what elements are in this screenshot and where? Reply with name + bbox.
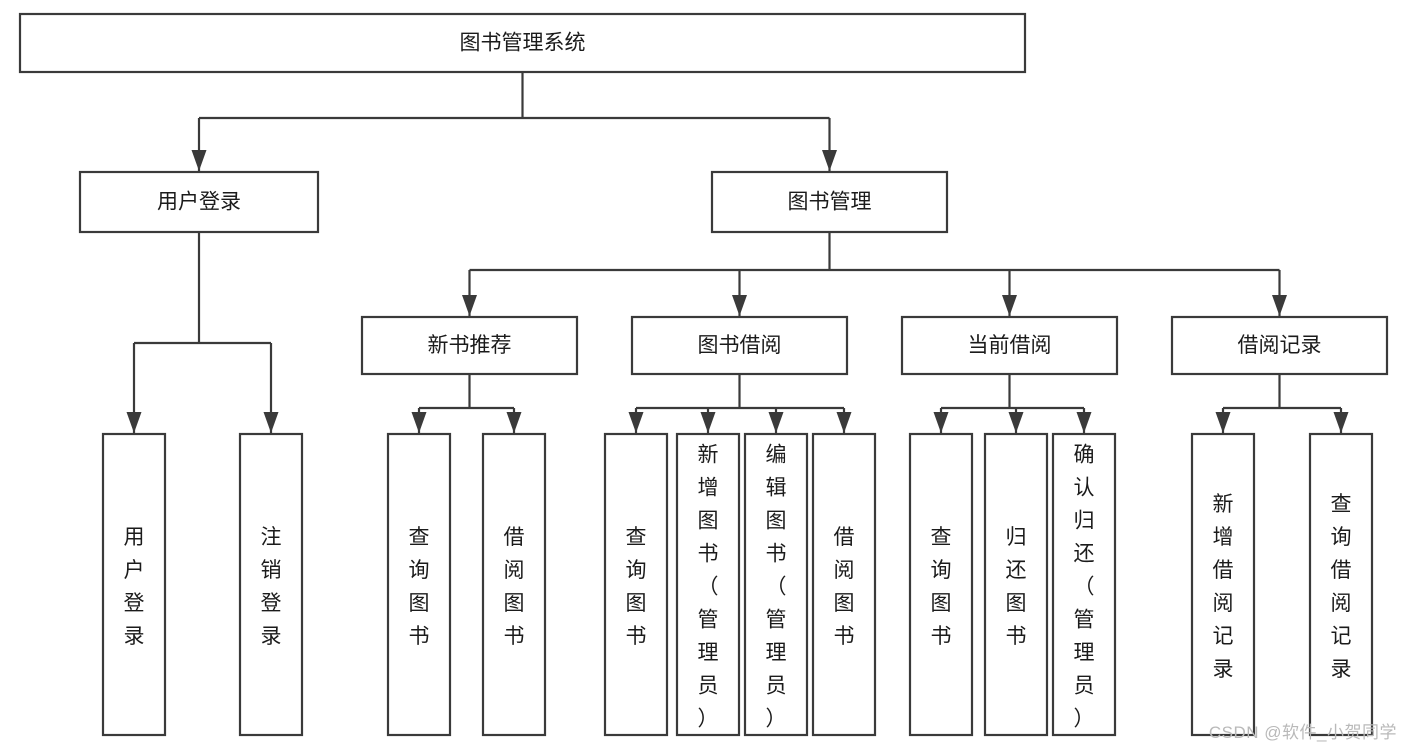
node-new-book-rec-label: 新书推荐	[428, 334, 512, 357]
node-new-book-rec[interactable]: 新书推荐	[360, 315, 579, 376]
node-borrow-record-rect	[1170, 315, 1389, 376]
node-leaf-return-book-rect	[983, 432, 1049, 737]
arrow-head-icon	[732, 295, 747, 316]
arrow-head-icon	[933, 412, 949, 433]
arrow-head-icon	[126, 412, 142, 433]
node-borrow-record[interactable]: 借阅记录	[1170, 315, 1389, 376]
node-current-borrow-rect	[900, 315, 1119, 376]
connector-lines	[126, 72, 1349, 433]
node-leaf-logout-rect	[238, 432, 304, 737]
node-leaf-add-book[interactable]: 新增图书（管理员）	[675, 432, 741, 737]
node-leaf-borrow-book-1-rect	[481, 432, 547, 737]
node-leaf-user-login-label: 用户登录	[124, 526, 145, 648]
arrow-head-icon	[1076, 412, 1092, 433]
node-leaf-confirm-return[interactable]: 确认归还（管理员）	[1051, 432, 1117, 737]
node-leaf-borrow-book-1[interactable]: 借阅图书	[481, 432, 547, 737]
node-leaf-query-book-1[interactable]: 查询图书	[386, 432, 452, 737]
node-book-borrow[interactable]: 图书借阅	[630, 315, 849, 376]
node-root[interactable]: 图书管理系统	[18, 12, 1027, 74]
node-leaf-query-record-rect	[1308, 432, 1374, 737]
node-root-label: 图书管理系统	[460, 32, 586, 55]
node-leaf-borrow-book-2[interactable]: 借阅图书	[811, 432, 877, 737]
node-leaf-query-book-2-label: 查询图书	[626, 526, 647, 648]
node-leaf-edit-book[interactable]: 编辑图书（管理员）	[743, 432, 809, 737]
arrow-head-icon	[700, 412, 716, 433]
node-leaf-query-book-2[interactable]: 查询图书	[603, 432, 669, 737]
diagram-nodes: 图书管理系统用户登录图书管理新书推荐图书借阅当前借阅借阅记录用户登录注销登录查询…	[18, 12, 1389, 737]
node-leaf-query-record[interactable]: 查询借阅记录	[1308, 432, 1374, 737]
node-leaf-return-book[interactable]: 归还图书	[983, 432, 1049, 737]
node-leaf-borrow-book-2-label: 借阅图书	[834, 526, 855, 648]
node-leaf-add-record-label: 新增借阅记录	[1213, 493, 1234, 681]
node-leaf-borrow-book-2-rect	[811, 432, 877, 737]
node-current-borrow-label: 当前借阅	[968, 334, 1052, 357]
node-root-rect	[18, 12, 1027, 74]
arrow-head-icon	[1002, 295, 1017, 316]
node-leaf-user-login-rect	[101, 432, 167, 737]
arrow-head-icon	[822, 150, 837, 171]
node-user-login-rect	[78, 170, 320, 234]
arrow-head-icon	[836, 412, 852, 433]
node-new-book-rec-rect	[360, 315, 579, 376]
node-leaf-add-book-label: 新增图书（管理员）	[698, 444, 719, 731]
node-leaf-add-book-rect	[675, 432, 741, 737]
node-book-borrow-rect	[630, 315, 849, 376]
node-book-manage[interactable]: 图书管理	[710, 170, 949, 234]
arrow-head-icon	[1215, 412, 1231, 433]
node-user-login-label: 用户登录	[157, 191, 241, 214]
arrow-head-icon	[411, 412, 427, 433]
node-leaf-add-record[interactable]: 新增借阅记录	[1190, 432, 1256, 737]
node-leaf-edit-book-rect	[743, 432, 809, 737]
node-leaf-logout[interactable]: 注销登录	[238, 432, 304, 737]
node-leaf-borrow-book-1-label: 借阅图书	[504, 526, 525, 648]
node-leaf-query-book-3[interactable]: 查询图书	[908, 432, 974, 737]
node-book-manage-label: 图书管理	[788, 191, 872, 214]
node-leaf-confirm-return-label: 确认归还（管理员）	[1074, 444, 1095, 731]
arrow-head-icon	[506, 412, 522, 433]
node-book-borrow-label: 图书借阅	[698, 334, 782, 357]
node-leaf-query-book-1-label: 查询图书	[409, 526, 430, 648]
watermark-text: CSDN @软件_小贺同学	[1208, 723, 1397, 742]
node-leaf-query-record-label: 查询借阅记录	[1331, 493, 1352, 681]
arrow-head-icon	[628, 412, 644, 433]
node-leaf-query-book-1-rect	[386, 432, 452, 737]
arrow-head-icon	[1333, 412, 1349, 433]
node-leaf-logout-label: 注销登录	[261, 526, 282, 648]
node-leaf-query-book-2-rect	[603, 432, 669, 737]
node-leaf-user-login[interactable]: 用户登录	[101, 432, 167, 737]
arrow-head-icon	[462, 295, 477, 316]
node-borrow-record-label: 借阅记录	[1238, 334, 1322, 357]
arrow-head-icon	[1008, 412, 1024, 433]
node-leaf-edit-book-label: 编辑图书（管理员）	[766, 444, 787, 731]
node-leaf-query-book-3-rect	[908, 432, 974, 737]
node-leaf-add-record-rect	[1190, 432, 1256, 737]
node-current-borrow[interactable]: 当前借阅	[900, 315, 1119, 376]
node-user-login[interactable]: 用户登录	[78, 170, 320, 234]
arrow-head-icon	[1272, 295, 1287, 316]
arrow-head-icon	[768, 412, 784, 433]
node-book-manage-rect	[710, 170, 949, 234]
node-leaf-query-book-3-label: 查询图书	[931, 526, 952, 648]
arrow-head-icon	[263, 412, 279, 433]
node-leaf-return-book-label: 归还图书	[1006, 526, 1027, 648]
arrow-head-icon	[191, 150, 207, 171]
node-leaf-confirm-return-rect	[1051, 432, 1117, 737]
